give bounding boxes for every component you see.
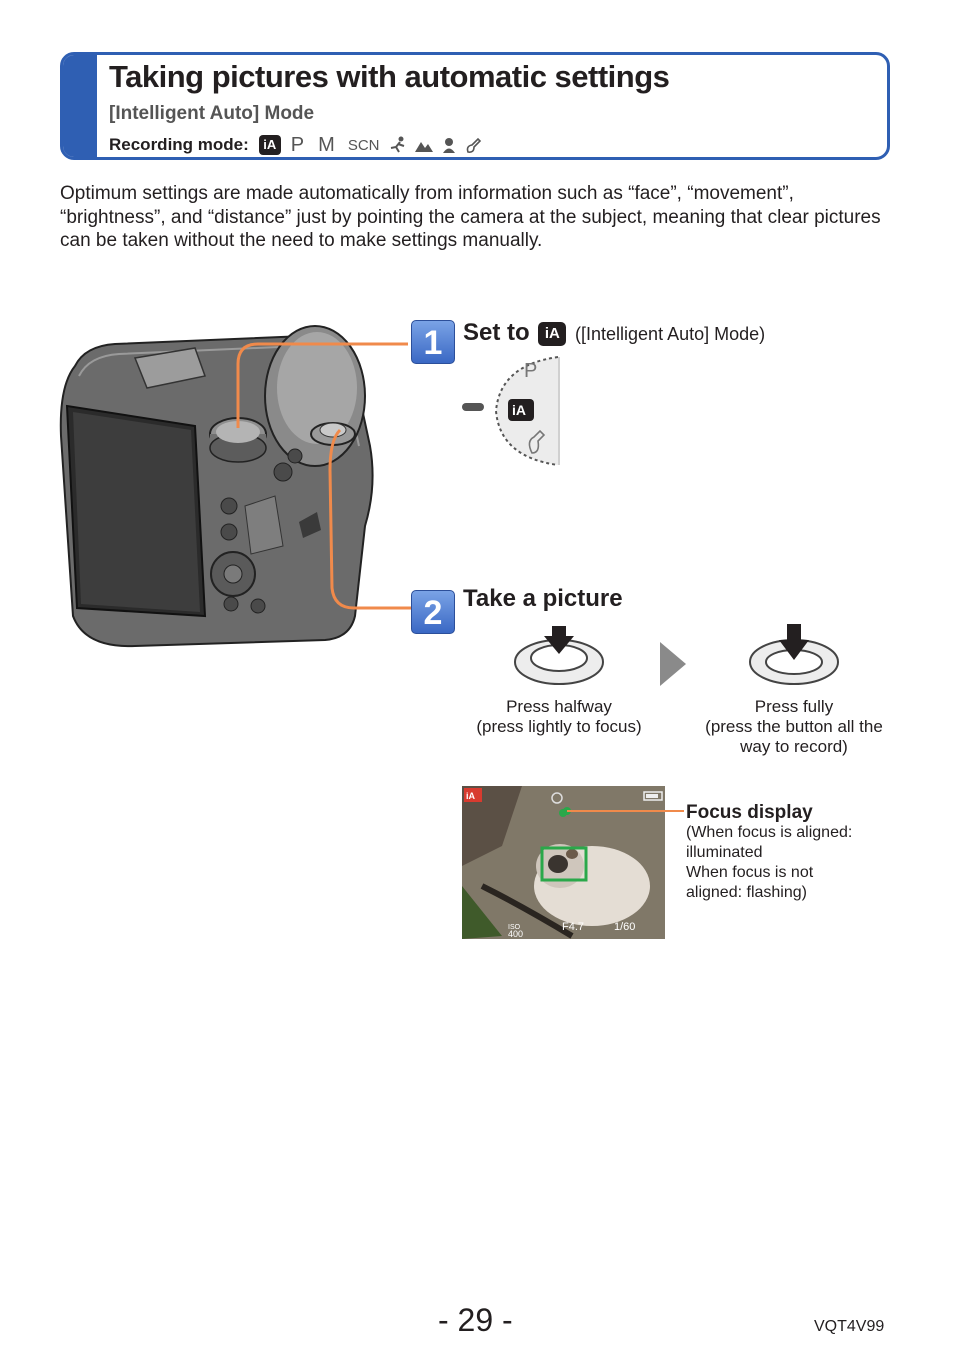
focus-display-title: Focus display — [686, 802, 813, 823]
focus-display-description: (When focus is aligned: illuminated When… — [686, 823, 906, 903]
lcd-iso-value: 400 — [508, 929, 523, 939]
halfway-caption-line1: Press halfway — [506, 697, 612, 716]
fully-caption-line1: Press fully — [754, 697, 834, 716]
shutter-halfway-illustration — [514, 626, 604, 685]
mode-subtitle: [Intelligent Auto] Mode — [109, 103, 315, 124]
halfway-caption: Press halfway (press lightly to focus) — [455, 697, 663, 737]
lcd-shutter-speed: 1/60 — [614, 921, 635, 933]
dial-p-label: P — [524, 360, 537, 382]
intro-paragraph: Optimum settings are made automatically … — [60, 183, 881, 251]
lcd-iso-label: ISO — [508, 924, 521, 931]
next-arrow-icon — [660, 642, 686, 686]
step-1-note: ([Intelligent Auto] Mode) — [575, 324, 766, 344]
fully-caption-line2: (press the button all the — [705, 717, 883, 736]
sports-mode-icon — [391, 136, 405, 153]
manual-mode-icon: M — [318, 133, 335, 156]
creative-control-mode-icon — [467, 137, 482, 153]
page-title: Taking pictures with automatic settings — [109, 59, 670, 94]
fully-caption: Press fully (press the button all the wa… — [690, 697, 898, 757]
program-mode-icon: P — [290, 133, 305, 156]
leader-lines — [236, 342, 412, 610]
step-1-badge: 1 — [411, 320, 455, 364]
step-2-badge: 2 — [411, 590, 455, 634]
shutter-fully-illustration — [749, 624, 839, 685]
dial-ia-label: iA — [512, 402, 526, 418]
recording-mode-label: Recording mode: — [109, 135, 249, 154]
scenery-mode-icon — [415, 142, 434, 152]
lcd-battery-icon — [643, 791, 663, 801]
model-code: VQT4V99 — [814, 1318, 885, 1335]
lcd-aperture: F4.7 — [562, 921, 584, 933]
header-box: Taking pictures with automatic settings … — [60, 52, 890, 160]
lcd-focus-area — [540, 846, 588, 882]
creative-control-dial-icon — [528, 429, 546, 454]
step-2-title: Take a picture — [463, 585, 623, 612]
halfway-caption-line2: (press lightly to focus) — [476, 717, 642, 736]
lcd-flash-icon — [551, 792, 563, 804]
scene-mode-icon: SCN — [347, 136, 380, 154]
step-1-title-text: Set to — [463, 319, 530, 346]
recording-mode-row: Recording mode: iA P M SCN — [109, 133, 484, 157]
intelligent-auto-icon: iA — [538, 322, 567, 346]
fully-caption-line3: way to record) — [740, 737, 848, 756]
focus-desc-line4: aligned: flashing) — [686, 884, 807, 901]
header-stripe — [63, 55, 97, 157]
lcd-mode-icon: iA — [466, 791, 476, 801]
portrait-mode-icon — [443, 138, 456, 153]
focus-desc-line1: (When focus is aligned: — [686, 824, 853, 841]
mode-dial-detail: P iA — [462, 356, 560, 466]
focus-leader-line — [563, 807, 684, 815]
intelligent-auto-mode-icon: iA — [258, 135, 281, 155]
focus-desc-line3: When focus is not — [686, 864, 814, 881]
page-number: - 29 - — [438, 1302, 513, 1338]
focus-desc-line2: illuminated — [686, 844, 763, 861]
step-1-title: Set to iA ([Intelligent Auto] Mode) — [463, 319, 765, 347]
